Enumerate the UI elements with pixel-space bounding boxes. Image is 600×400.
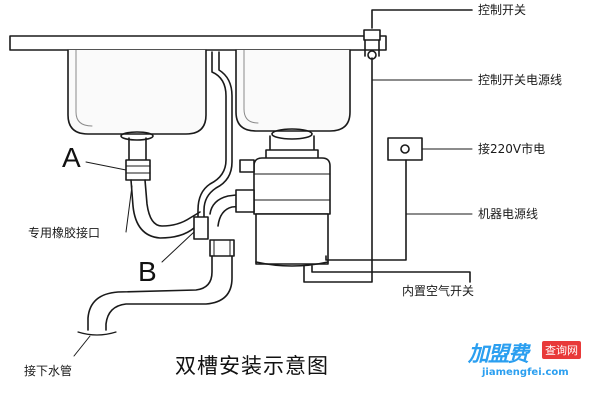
rubber-connector <box>125 159 151 181</box>
label-rubber-connector: 专用橡胶接口 <box>28 226 101 240</box>
control-switch-leader <box>371 9 473 29</box>
marker-a-leader <box>85 161 127 171</box>
watermark-brand: 加盟费 <box>468 342 529 366</box>
label-builtin-air-switch: 内置空气开关 <box>402 284 475 298</box>
watermark-url: jiamengfei.com <box>482 367 569 378</box>
marker-b: B <box>138 256 157 287</box>
rubber-connector-leader <box>125 185 133 233</box>
watermark-tag: 查询网 <box>542 341 581 359</box>
drain-pipe-leader <box>73 335 91 357</box>
right-sink-flange <box>271 128 313 140</box>
disposer-discharge-pipe <box>209 193 245 227</box>
label-drain-pipe: 接下水管 <box>24 364 73 378</box>
control-switch-power-line <box>303 57 373 283</box>
watermark: 加盟费 查询网 jiamengfei.com <box>468 338 594 390</box>
machine-power-line <box>325 159 407 261</box>
left-sink-bowl <box>67 49 207 135</box>
countertop <box>9 35 387 51</box>
label-control-switch: 控制开关 <box>478 3 527 17</box>
left-drain-pipe <box>130 179 205 239</box>
food-disposer <box>235 135 331 267</box>
main-drain-pipe <box>87 255 213 331</box>
label-mains-220v: 接220V市电 <box>478 142 546 156</box>
right-sink-bowl <box>235 49 351 132</box>
left-sink-strainer <box>120 131 154 141</box>
control-switch <box>363 29 381 60</box>
wall-outlet <box>387 137 423 161</box>
marker-a: A <box>62 142 81 173</box>
label-machine-power-line: 机器电源线 <box>478 207 539 221</box>
label-control-switch-power-line: 控制开关电源线 <box>478 73 563 87</box>
marker-b-leader <box>161 231 195 263</box>
diagram-title: 双槽安装示意图 <box>175 354 329 378</box>
overflow-hose <box>197 51 227 223</box>
tee-joint <box>193 216 209 240</box>
air-switch-leader <box>311 265 471 283</box>
